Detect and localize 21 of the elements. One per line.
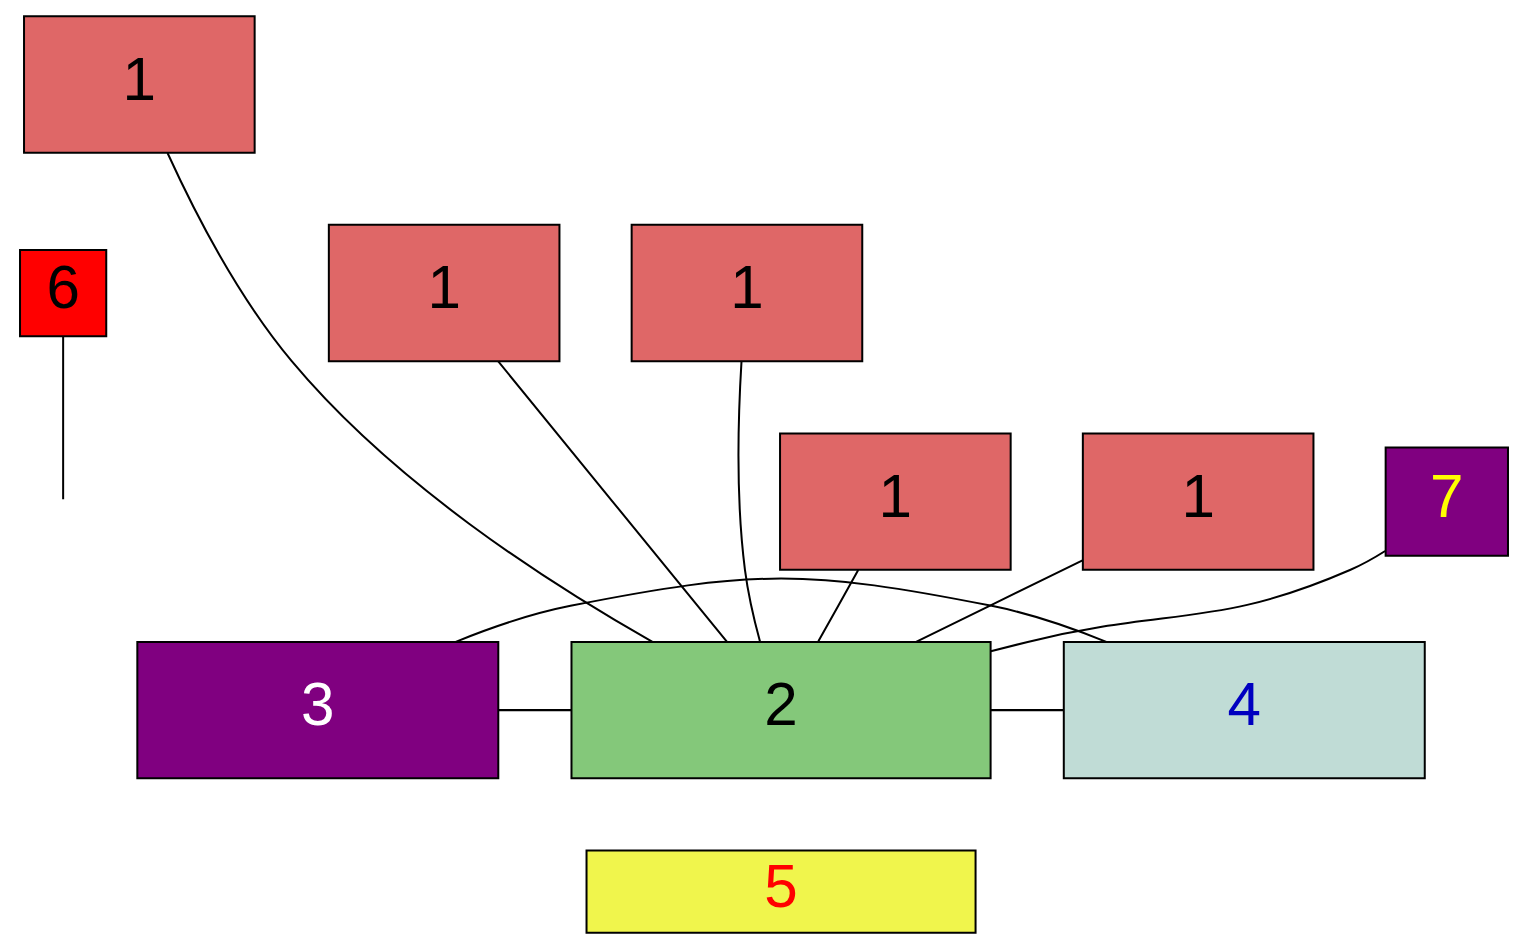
node-box: 1: [1081, 432, 1315, 571]
connector: [497, 360, 728, 643]
node-box: 4: [1062, 640, 1426, 780]
connector: [737, 361, 762, 643]
connector: [817, 569, 860, 642]
node-box: 1: [779, 432, 1012, 571]
connector: [990, 709, 1064, 712]
node-box: 3: [136, 640, 500, 780]
connector: [62, 336, 65, 500]
connector: [990, 550, 1386, 653]
node-box: 6: [19, 248, 108, 338]
node-box: 2: [570, 640, 992, 780]
node-box: 5: [585, 849, 977, 934]
connector: [915, 559, 1083, 643]
node-box: 1: [630, 223, 864, 363]
connector: [498, 709, 571, 712]
node-box: 7: [1384, 446, 1509, 557]
node-box: 1: [327, 223, 561, 363]
connector: [166, 152, 653, 643]
connector: [455, 577, 1107, 643]
node-box: 1: [23, 15, 256, 154]
